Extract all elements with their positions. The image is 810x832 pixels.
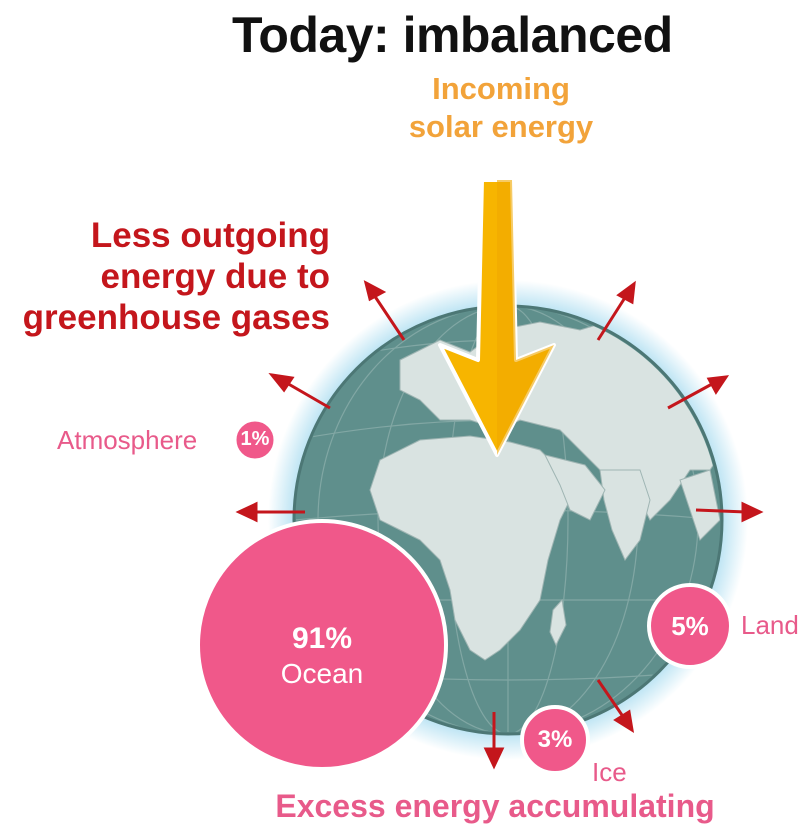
ice-bubble [520,705,590,775]
ocean-percent: 91% [291,622,353,655]
incoming-line-2: solar energy [408,109,594,144]
globe-icon [292,304,724,736]
ice-label: Ice [592,757,627,787]
outgoing-line-2: energy due to [100,257,330,296]
diagram-title: Today: imbalanced [232,7,673,63]
incoming-solar-label: Incoming solar energy [380,70,622,146]
outgoing-line-3: greenhouse gases [22,298,330,337]
ocean-label: Ocean [280,658,364,689]
footer-caption: Excess energy accumulating [275,788,715,824]
atmosphere-bubble [233,418,277,462]
incoming-line-1: Incoming [432,71,570,106]
ocean-bubble [196,519,448,771]
outgoing-line-1: Less outgoing [90,216,330,255]
atmosphere-label: Atmosphere [57,425,198,455]
outgoing-label: Less outgoing energy due to greenhouse g… [8,215,330,338]
atmosphere-percent: 1% [240,428,270,450]
solar-arrow-icon [438,178,556,457]
land-percent: 5% [671,611,709,641]
land-label: Land [741,610,799,640]
ice-percent: 3% [537,726,573,753]
land-bubble [647,583,733,669]
outgoing-arrow-icon [235,280,764,770]
